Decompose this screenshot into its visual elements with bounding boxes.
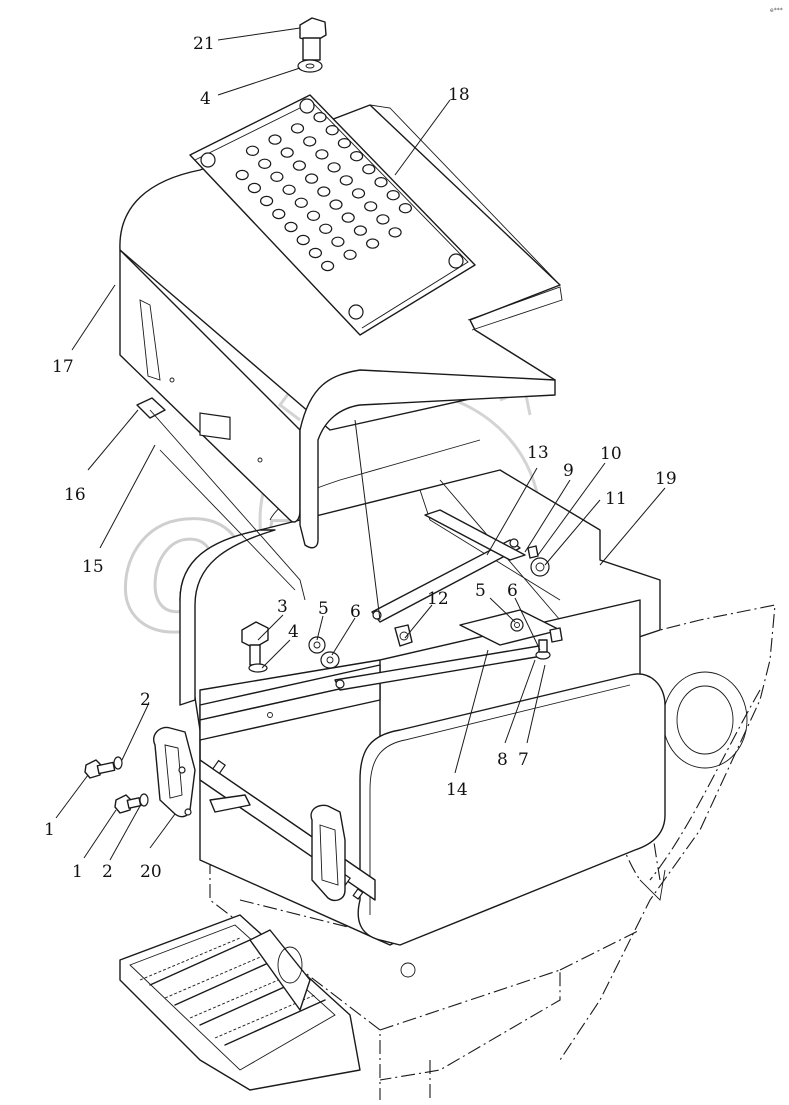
fasteners-left	[241, 621, 340, 673]
callout-9: 9	[563, 461, 574, 481]
plate-hole	[388, 227, 402, 238]
plate-hole	[268, 134, 282, 145]
plate-hole	[317, 186, 331, 197]
access-step	[119, 914, 361, 1091]
callout-18: 18	[448, 85, 470, 105]
callout-19: 19	[655, 469, 677, 489]
plate-hole	[341, 212, 355, 223]
callout-8: 8	[497, 750, 508, 770]
plate-hole	[331, 236, 345, 247]
plate-hole	[315, 149, 329, 160]
plate-hole	[325, 124, 339, 136]
callout-13: 13	[527, 443, 549, 463]
plate-hole	[321, 260, 335, 272]
callout-11: 11	[605, 489, 627, 509]
callout-6-right: 6	[507, 581, 518, 601]
linkage	[334, 509, 563, 691]
plate-hole	[366, 238, 380, 249]
plate-hole	[290, 123, 305, 134]
callout-4-top: 4	[200, 89, 211, 109]
plate-hole	[306, 210, 321, 221]
plates-15-16	[136, 397, 306, 601]
plate-hole	[292, 160, 306, 171]
plate-hole	[343, 249, 357, 260]
plate-hole	[313, 111, 327, 123]
plate-hole	[260, 195, 274, 207]
callout-15: 15	[82, 557, 104, 577]
plate-hole	[362, 163, 376, 175]
callout-5-right: 5	[475, 581, 486, 601]
plate-hole-grid	[235, 111, 412, 272]
callout-labels: 21 4 18 17 16 15 13 9 10 19 11 3 5 6 4 1…	[44, 34, 677, 882]
plate-hole	[337, 137, 351, 149]
plate-hole	[270, 171, 284, 182]
callout-16: 16	[64, 485, 86, 505]
plate-hole	[296, 234, 310, 246]
callout-4-lower: 4	[288, 622, 299, 642]
plate-hole	[319, 223, 333, 234]
plate-hole	[339, 175, 353, 186]
callout-2-upper: 2	[140, 690, 151, 710]
plate-hole	[247, 182, 261, 194]
plate-hole	[303, 136, 317, 147]
plate-hole	[351, 188, 366, 199]
callout-17: 17	[52, 357, 74, 377]
corner-mark: e***	[770, 7, 783, 14]
plate-hole	[280, 147, 294, 158]
callout-21: 21	[193, 34, 215, 54]
bolt-21-washer-4	[297, 17, 327, 73]
callout-14: 14	[446, 780, 468, 800]
plate-hole	[329, 199, 343, 210]
plate-hole	[272, 208, 286, 220]
callout-12: 12	[427, 589, 449, 609]
callout-1-left: 1	[44, 820, 55, 840]
plate-hole	[258, 158, 272, 169]
callout-5-left: 5	[318, 599, 329, 619]
plate-hole	[284, 221, 298, 233]
plate-hole	[294, 197, 308, 208]
callout-20: 20	[140, 862, 162, 882]
handle-right	[310, 804, 346, 902]
callout-3: 3	[277, 597, 288, 617]
plate-hole	[374, 176, 388, 188]
plate-18	[189, 94, 476, 336]
handle-20	[153, 726, 251, 818]
plate-hole	[353, 225, 367, 236]
callout-2-lower: 2	[102, 862, 113, 882]
plate-hole	[364, 201, 378, 212]
plate-hole	[308, 247, 322, 259]
callout-6-left: 6	[350, 602, 361, 622]
plate-hole	[282, 184, 296, 195]
callout-10: 10	[600, 444, 622, 464]
leader-lines	[55, 27, 666, 861]
plate-hole	[327, 162, 341, 173]
plate-hole	[245, 145, 260, 156]
plate-hole	[235, 169, 249, 181]
plate-hole	[398, 202, 412, 214]
plate-hole	[376, 214, 390, 225]
plate-hole	[386, 189, 400, 201]
plate-hole	[350, 150, 364, 162]
callout-1-lower: 1	[72, 862, 83, 882]
plate-hole	[305, 173, 319, 184]
callout-7: 7	[518, 750, 529, 770]
bolts-1-washers-2	[84, 756, 149, 814]
